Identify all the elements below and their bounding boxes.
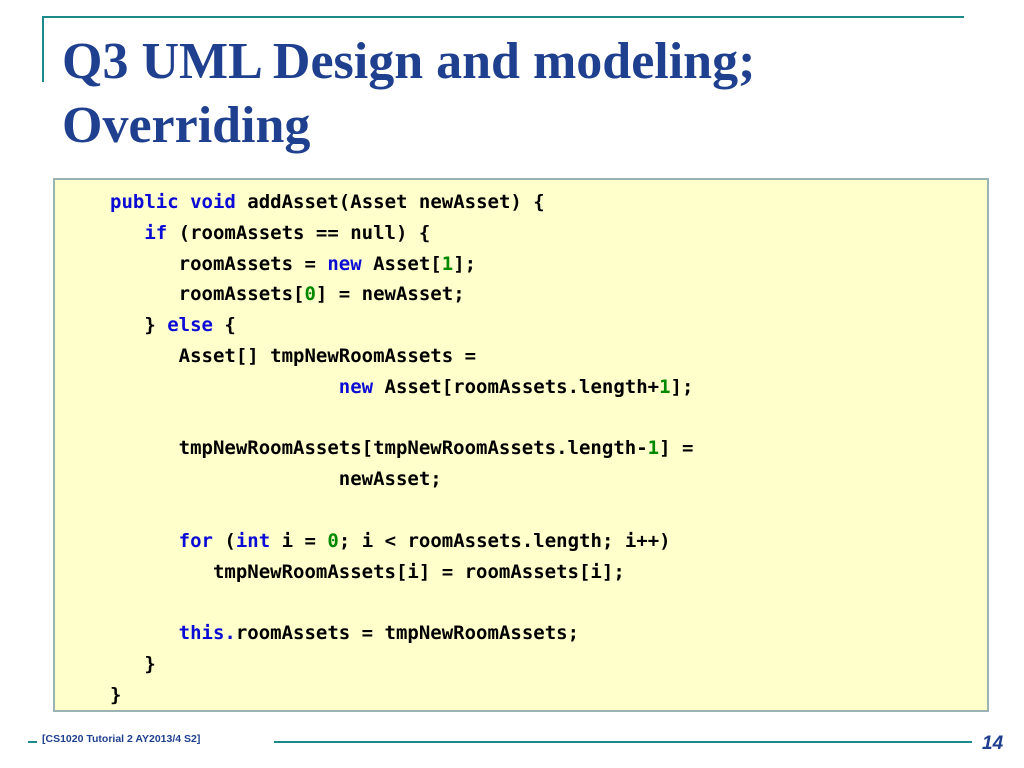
code-keyword: int: [235, 529, 271, 552]
code-keyword: public: [110, 191, 179, 213]
code-text: }: [110, 652, 156, 675]
code-text: }: [110, 314, 168, 337]
code-text: roomAssets = tmpNewRoomAssets;: [235, 622, 580, 645]
code-line: roomAssets = new Asset[1];: [110, 249, 693, 280]
code-line: new Asset[roomAssets.length+1];: [110, 372, 694, 403]
footer-rule-left: [28, 741, 37, 743]
code-line: roomAssets[0] = newAsset;: [110, 279, 693, 310]
code-number: 0: [304, 283, 316, 306]
code-text: Asset[: [361, 252, 442, 275]
code-text: [179, 191, 190, 213]
code-text: (: [212, 529, 236, 552]
code-keyword: void: [190, 191, 236, 213]
code-number: 1: [647, 437, 660, 460]
code-number: 1: [441, 252, 454, 275]
code-keyword: new: [327, 252, 362, 275]
footer-course-label: [CS1020 Tutorial 2 AY2013/4 S2]: [42, 733, 201, 745]
code-line: if (roomAssets == null) {: [110, 218, 693, 249]
code-text: [110, 222, 144, 244]
code-text: newAsset;: [110, 468, 442, 491]
top-rule: [42, 16, 964, 18]
code-line: [110, 495, 693, 526]
left-rule: [42, 16, 44, 82]
code-line: newAsset;: [110, 464, 693, 495]
code-text: ] =: [659, 437, 694, 460]
code-text: [110, 376, 339, 398]
code-line: [110, 587, 693, 618]
code-line: Asset[] tmpNewRoomAssets =: [110, 341, 693, 372]
code-text: tmpNewRoomAssets[tmpNewRoomAssets.length…: [110, 437, 648, 460]
code-text: [110, 622, 179, 644]
code-keyword: new: [338, 375, 374, 398]
code-line: tmpNewRoomAssets[tmpNewRoomAssets.length…: [110, 433, 694, 464]
code-line: public void addAsset(Asset newAsset) {: [110, 187, 693, 218]
code-text: ];: [670, 375, 694, 398]
footer-rule: [274, 741, 972, 743]
code-text: ] = newAsset;: [315, 283, 465, 306]
page-number: 14: [982, 733, 1004, 754]
code-text: tmpNewRoomAssets[i] = roomAssets[i];: [110, 560, 625, 583]
code-text: ];: [453, 252, 477, 275]
code-text: }: [110, 683, 122, 706]
code-text: addAsset(Asset newAsset) {: [235, 191, 545, 213]
code-keyword: else: [167, 314, 213, 337]
code-text: roomAssets[: [110, 283, 305, 306]
code-line: for (int i = 0; i < roomAssets.length; i…: [110, 526, 693, 557]
code-number: 0: [327, 529, 339, 552]
code-text: Asset[] tmpNewRoomAssets =: [110, 344, 477, 367]
code-keyword: for: [178, 529, 213, 552]
code-listing: public void addAsset(Asset newAsset) { i…: [110, 187, 693, 711]
code-box: public void addAsset(Asset newAsset) { i…: [53, 178, 989, 712]
code-text: (roomAssets == null) {: [167, 221, 431, 244]
slide-title: Q3 UML Design and modeling; Overriding: [62, 30, 982, 158]
code-line: [110, 403, 693, 434]
code-line: }: [110, 680, 693, 711]
code-line: tmpNewRoomAssets[i] = roomAssets[i];: [110, 557, 693, 588]
code-text: {: [212, 314, 236, 337]
code-text: Asset[roomAssets.length+: [373, 375, 660, 398]
code-keyword: if: [144, 221, 168, 244]
code-line: } else {: [110, 310, 693, 341]
code-text: [110, 530, 179, 552]
code-line: }: [110, 649, 693, 680]
title-line-1: Q3 UML Design and modeling;: [62, 33, 756, 90]
code-number: 1: [659, 375, 671, 398]
code-text: ; i < roomAssets.length; i++): [338, 529, 671, 552]
code-line: this.roomAssets = tmpNewRoomAssets;: [110, 618, 693, 649]
code-keyword: this.: [178, 622, 236, 645]
title-line-2: Overriding: [62, 97, 311, 154]
code-text: roomAssets =: [110, 252, 328, 275]
code-text: i =: [270, 529, 328, 552]
